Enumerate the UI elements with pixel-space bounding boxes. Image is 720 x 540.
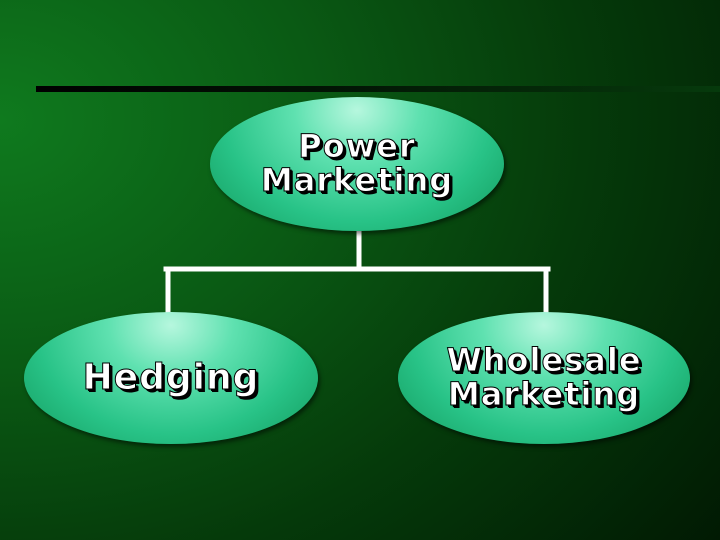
title-divider-line [36, 86, 720, 92]
node-wholesale-marketing: Wholesale Marketing [398, 312, 690, 444]
node-wholesale-marketing-label: Wholesale Marketing [446, 341, 642, 413]
node-hedging-line1: Hedging [82, 357, 260, 399]
node-hedging-label: Hedging [82, 357, 260, 399]
node-power-marketing: Power Marketing [210, 97, 504, 231]
node-power-marketing-label: Power Marketing [260, 127, 454, 199]
node-hedging: Hedging [24, 312, 318, 444]
node-power-marketing-line2: Marketing [260, 161, 454, 199]
node-wholesale-marketing-line2: Marketing [447, 375, 641, 413]
node-power-marketing-line1: Power [298, 127, 416, 166]
node-wholesale-marketing-line1: Wholesale [446, 341, 642, 380]
